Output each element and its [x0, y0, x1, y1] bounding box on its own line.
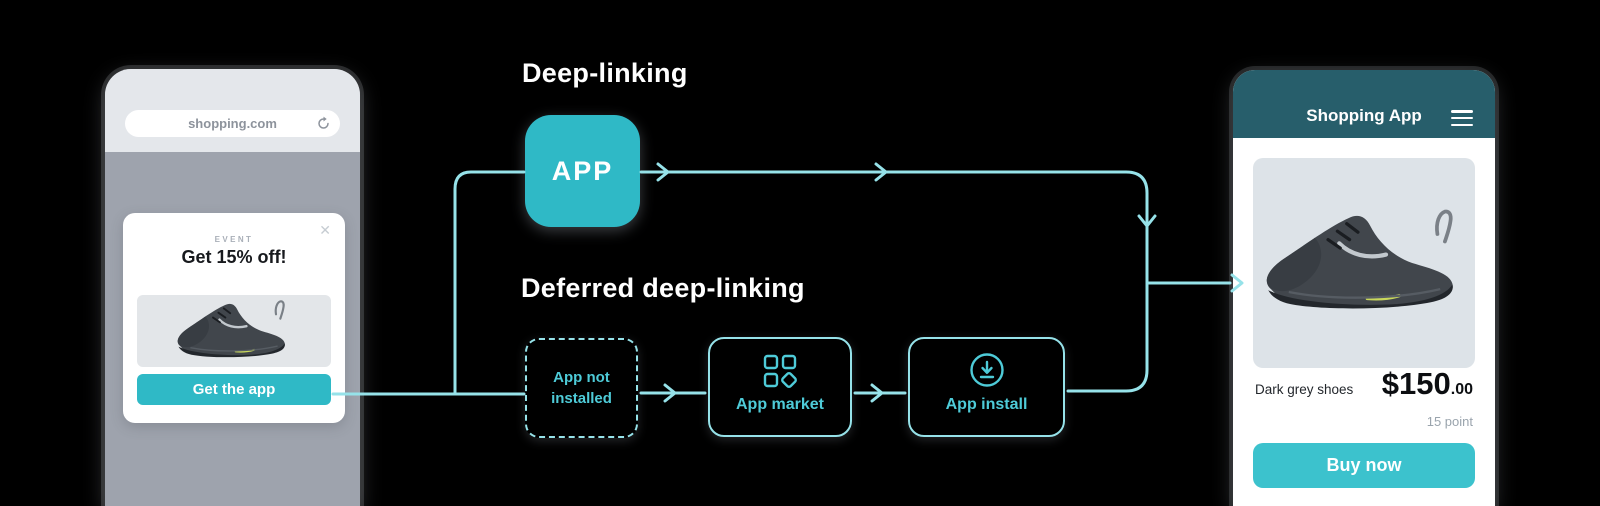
title-deep-linking: Deep-linking [522, 58, 688, 88]
line-up-to-app [453, 170, 526, 396]
arrow-down [1137, 214, 1157, 228]
arrow-box1-box2 [663, 383, 677, 403]
promo-eyebrow: EVENT [214, 235, 254, 244]
right-phone-mockup: Shopping App Dark grey shoes $150.00 15 … [1233, 70, 1495, 506]
step-app-market: App market [708, 337, 852, 437]
step-label: App install [945, 396, 1028, 413]
address-bar-url: shopping.com [188, 116, 277, 131]
sneaker-image [176, 300, 287, 359]
app-node-label: APP [551, 155, 614, 186]
product-name: Dark grey shoes [1255, 382, 1354, 397]
arrow-right-1 [656, 162, 670, 182]
app-title: Shopping App [1306, 106, 1422, 125]
arrow-box2-box3 [870, 383, 884, 403]
promo-headline: Get 15% off! [181, 247, 287, 267]
step-app-install: App install [908, 337, 1065, 437]
title-deferred-deep-linking: Deferred deep-linking [521, 273, 805, 303]
product-image [1253, 158, 1475, 368]
app-download-icon [969, 353, 1004, 387]
step-app-not-installed: App not installed [525, 338, 638, 438]
app-node: APP [525, 115, 640, 227]
left-phone-mockup: shopping.com EVENT Get 15% off! ✕ Get th… [105, 69, 360, 506]
address-bar[interactable]: shopping.com [125, 110, 340, 137]
price-cents: .00 [1450, 381, 1473, 398]
app-grid-icon [763, 354, 797, 388]
product-price: $150.00 [1382, 366, 1473, 402]
price-dollars: $150 [1381, 366, 1451, 401]
close-icon[interactable]: ✕ [319, 222, 331, 238]
refresh-icon[interactable] [316, 116, 331, 131]
browser-top-bar: shopping.com [105, 69, 360, 152]
sneaker-image [1257, 183, 1472, 343]
step-label: App market [735, 396, 825, 413]
arrow-right-2 [874, 162, 888, 182]
product-points: 15 point [1426, 414, 1473, 429]
buy-now-button[interactable]: Buy now [1253, 443, 1475, 488]
app-header: Shopping App [1233, 70, 1495, 138]
promo-popup-card: EVENT Get 15% off! ✕ Get the app [123, 213, 345, 423]
step-label-line1: App not [553, 369, 610, 386]
step-label-line2: installed [551, 390, 612, 407]
hamburger-menu-icon[interactable] [1451, 110, 1473, 126]
get-the-app-button[interactable]: Get the app [137, 374, 331, 405]
promo-product-image [137, 295, 331, 367]
